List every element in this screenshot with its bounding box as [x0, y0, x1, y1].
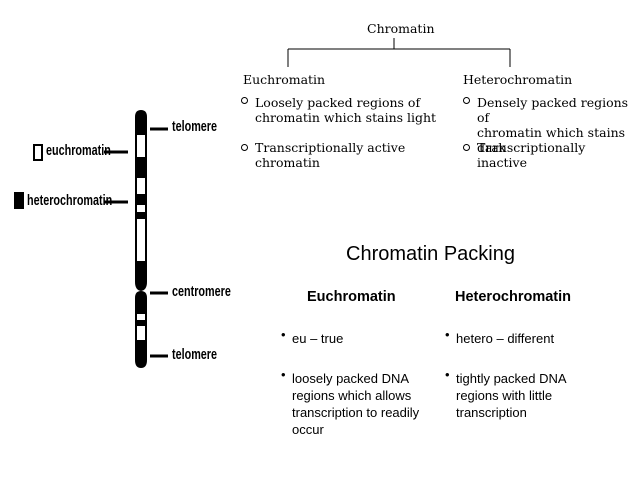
comparison-left-bullet-1: eu – true: [292, 331, 344, 346]
light-band: [137, 219, 145, 261]
tree-left-item-1: Loosely packed regions of chromatin whic…: [255, 95, 437, 125]
comparison-right-heading: Heterochromatin: [455, 289, 572, 305]
label-telomere-top: telomere: [172, 118, 218, 135]
bullet-dot-icon: •: [445, 367, 450, 382]
light-band: [137, 314, 145, 320]
bullet-dot-icon: •: [445, 327, 450, 342]
circle-bullet-icon: [463, 97, 470, 104]
bullet-dot-icon: •: [281, 367, 286, 382]
pointer-lines: [104, 127, 168, 358]
label-centromere: centromere: [172, 283, 231, 300]
light-band: [137, 178, 145, 194]
tree-left-item-2: Transcriptionally active chromatin: [255, 140, 406, 170]
label-heterochromatin: heterochromatin: [27, 192, 113, 209]
tree-root-label: Chromatin: [367, 21, 435, 36]
euchromatin-legend-box: [33, 144, 43, 161]
tree-left-heading: Euchromatin: [243, 72, 326, 87]
label-telomere-bottom: telomere: [172, 346, 218, 363]
chromosome: [135, 110, 147, 368]
bullet-dot-icon: •: [281, 327, 286, 342]
comparison-left-heading: Euchromatin: [307, 289, 396, 305]
comparison-right-bullet-1: hetero – different: [456, 331, 555, 346]
tree-right-item-2: Transcriptionally inactive: [477, 140, 586, 170]
circle-bullet-icon: [463, 144, 470, 151]
circle-bullet-icon: [241, 144, 248, 151]
comparison-title: Chromatin Packing: [346, 243, 515, 265]
light-band: [137, 205, 145, 212]
circle-bullet-icon: [241, 97, 248, 104]
comparison-left-bullet-2: loosely packed DNA regions which allows …: [292, 371, 420, 437]
tree-right-heading: Heterochromatin: [463, 72, 573, 87]
tree-right-item-1: Densely packed regions of chromatin whic…: [477, 95, 629, 155]
comparison-right-bullet-2: tightly packed DNA regions with little t…: [456, 371, 567, 420]
tree-connectors: [287, 38, 511, 67]
heterochromatin-legend-box: [14, 192, 24, 209]
light-band: [137, 326, 145, 340]
light-band: [137, 135, 145, 157]
label-euchromatin: euchromatin: [46, 142, 111, 159]
